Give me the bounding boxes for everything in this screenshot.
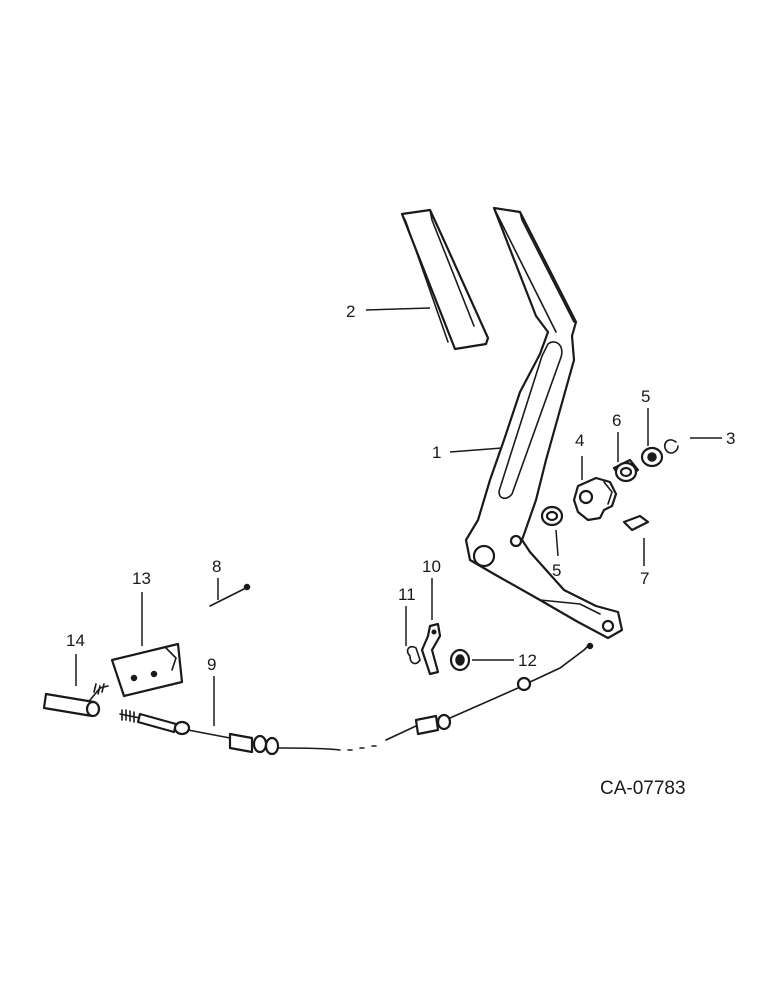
callout-7: 7 bbox=[640, 569, 649, 588]
callout-4: 4 bbox=[575, 431, 584, 450]
throttle-cable bbox=[119, 642, 594, 756]
washer-lower bbox=[540, 505, 564, 527]
callout-3: 3 bbox=[726, 429, 735, 448]
cable-clip bbox=[420, 622, 442, 676]
clamp-yoke bbox=[572, 476, 618, 522]
callout-labels: 2 1 3 4 5 6 5 7 8 9 10 11 12 13 14 bbox=[66, 302, 735, 674]
drawing-reference: CA-07783 bbox=[600, 778, 686, 799]
callout-2: 2 bbox=[346, 302, 355, 321]
callout-6: 6 bbox=[612, 411, 621, 430]
bushing bbox=[612, 458, 640, 483]
callout-14: 14 bbox=[66, 631, 85, 650]
callout-9: 9 bbox=[207, 655, 216, 674]
callout-5-lower: 5 bbox=[552, 561, 561, 580]
tube-connector bbox=[42, 683, 109, 718]
grommet bbox=[449, 648, 471, 672]
pedal-pad bbox=[400, 208, 490, 351]
callout-1: 1 bbox=[432, 443, 441, 462]
cotter-pin bbox=[209, 583, 251, 607]
pedal-lever bbox=[464, 206, 624, 640]
washer-upper bbox=[640, 446, 664, 468]
small-clip bbox=[406, 645, 421, 665]
bracket bbox=[110, 642, 184, 698]
callout-8: 8 bbox=[212, 557, 221, 576]
callout-10: 10 bbox=[422, 557, 441, 576]
callout-11: 11 bbox=[398, 585, 416, 604]
callout-5-upper: 5 bbox=[641, 387, 650, 406]
snap-ring bbox=[663, 439, 679, 454]
callout-13: 13 bbox=[132, 569, 151, 588]
callout-12: 12 bbox=[518, 651, 537, 670]
key bbox=[622, 514, 650, 532]
leader-lines bbox=[75, 307, 722, 726]
